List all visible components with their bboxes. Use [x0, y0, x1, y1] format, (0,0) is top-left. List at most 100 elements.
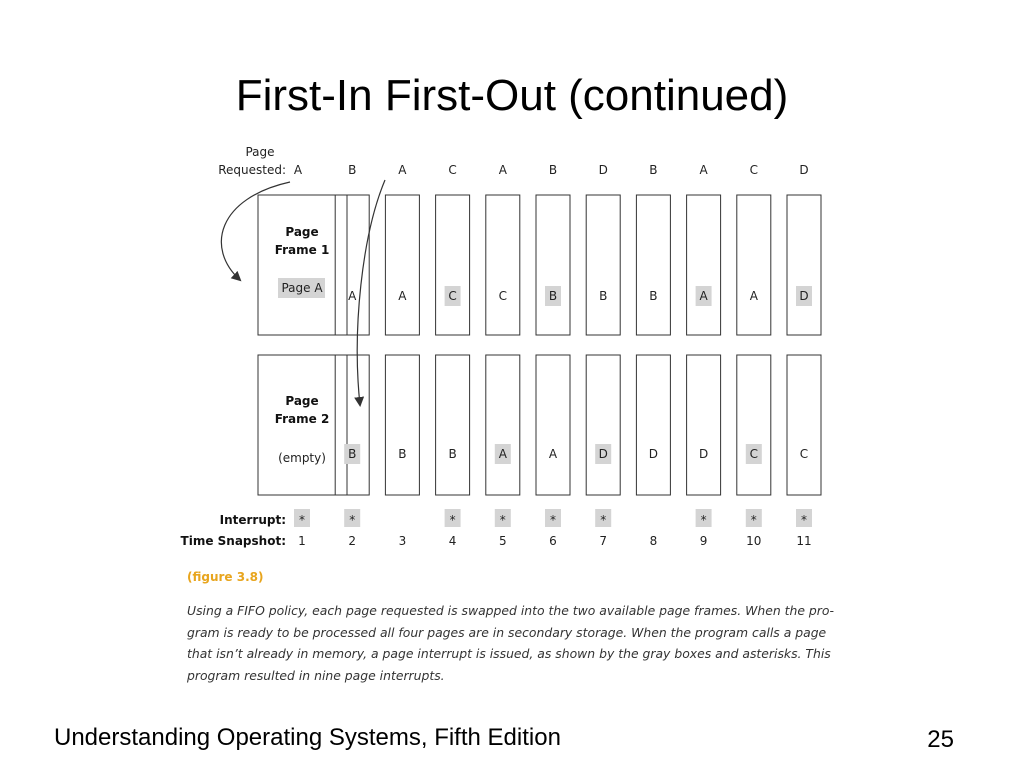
frame2-page: D: [699, 447, 708, 461]
page-request-letter: A: [499, 163, 508, 177]
interrupt-marker: *: [701, 513, 707, 527]
frame1-page: A: [398, 289, 407, 303]
caption-line: that isn’t already in memory, a page int…: [187, 646, 831, 661]
time-snapshot-number: 7: [599, 534, 607, 548]
frame1-page: C: [499, 289, 507, 303]
frame2-label-line1: Page: [285, 394, 318, 408]
request-a-arrow: [220, 181, 291, 282]
interrupt-marker-box: [595, 509, 612, 527]
page-request-letter: C: [448, 163, 456, 177]
swap-highlight: [444, 286, 461, 306]
frame1-page: B: [649, 289, 657, 303]
caption-line: gram is ready to be processed all four p…: [187, 624, 827, 640]
frame2-page: D: [649, 447, 658, 461]
frame1-snapshot-box: [736, 194, 772, 336]
frame2-page: A: [549, 447, 558, 461]
frame1-page: A: [699, 289, 708, 303]
interrupt-marker-box: [444, 509, 461, 527]
frame2-snapshot-box: [485, 354, 521, 496]
frame2-initial-page: (empty): [278, 451, 326, 465]
frame2-page: B: [398, 447, 406, 461]
time-snapshot-number: 2: [348, 534, 356, 548]
interrupt-marker-box: [745, 509, 762, 527]
frame1-snapshot-box: [485, 194, 521, 336]
slide-page-number: 25: [927, 726, 954, 753]
frame1-snapshot-box: [435, 194, 471, 336]
interrupt-marker-box: [344, 509, 361, 527]
interrupt-marker: *: [349, 513, 355, 527]
frame1-label-line2: Frame 1: [275, 243, 330, 257]
frame2-page: D: [599, 447, 608, 461]
interrupt-marker: *: [500, 513, 506, 527]
interrupt-marker-box: [294, 509, 310, 527]
frame1-snapshot-box: [384, 194, 420, 336]
swap-highlight: [695, 286, 712, 306]
time-snapshot-number: 10: [746, 534, 761, 548]
frame2-page: B: [348, 447, 356, 461]
frame1-initial-page: Page A: [281, 281, 323, 295]
interrupt-marker: *: [550, 513, 556, 527]
page-request-letter: A: [294, 163, 303, 177]
frame1-snapshot-box: [585, 194, 621, 336]
frame1-page: D: [799, 289, 808, 303]
swap-highlight: [545, 286, 561, 306]
frame2-initial-box: [257, 354, 348, 496]
frame1-page: B: [599, 289, 607, 303]
time-snapshot-number: 8: [650, 534, 658, 548]
swap-highlight: [344, 444, 361, 464]
page-request-letter: B: [549, 163, 557, 177]
footer-book-title: Understanding Operating Systems, Fifth E…: [54, 724, 561, 751]
time-snapshot-number: 4: [449, 534, 457, 548]
page-requested-label-line1: Page: [245, 145, 274, 159]
page-request-letter: A: [699, 163, 708, 177]
interrupt-marker: *: [751, 513, 757, 527]
swap-highlight: [595, 444, 612, 464]
frame1-page: B: [549, 289, 557, 303]
frame2-page: C: [750, 447, 758, 461]
frame2-label-line2: Frame 2: [275, 412, 330, 426]
frame2-snapshot-box: [736, 354, 772, 496]
page-request-letter: D: [799, 163, 808, 177]
time-snapshot-number: 6: [549, 534, 557, 548]
frame1-page: C: [448, 289, 456, 303]
frame1-page: A: [348, 289, 357, 303]
swap-highlight: [494, 444, 511, 464]
page-request-letter: C: [750, 163, 758, 177]
interrupt-marker-box: [494, 509, 511, 527]
frame1-page: A: [750, 289, 759, 303]
frame1-snapshot-box: [334, 194, 370, 336]
interrupt-marker: *: [299, 513, 305, 527]
page-request-letter: B: [348, 163, 356, 177]
frame1-snapshot-box: [686, 194, 722, 336]
frame2-snapshot-box: [686, 354, 722, 496]
caption-line: Using a FIFO policy, each page requested…: [187, 603, 834, 618]
figure-caption-title: (figure 3.8): [187, 570, 264, 584]
time-snapshot-number: 1: [298, 534, 306, 548]
interrupt-marker-box: [545, 509, 561, 527]
interrupt-marker-box: [796, 509, 812, 527]
frame1-snapshot-box: [535, 194, 571, 336]
frame1-snapshot-box: [786, 194, 822, 336]
figure-caption: Using a FIFO policy, each page requested…: [187, 600, 867, 686]
swap-highlight: [745, 444, 762, 464]
frame2-snapshot-box: [535, 354, 571, 496]
snapshot-row-label: Time Snapshot:: [181, 534, 286, 548]
page-request-letter: D: [599, 163, 608, 177]
swap-highlight: [796, 286, 812, 306]
time-snapshot-number: 3: [399, 534, 407, 548]
time-snapshot-number: 11: [796, 534, 811, 548]
time-snapshot-number: 9: [700, 534, 708, 548]
frame1-initial-highlight: [278, 278, 325, 298]
interrupt-marker-box: [695, 509, 712, 527]
frame2-snapshot-box: [585, 354, 621, 496]
page-request-letter: A: [398, 163, 407, 177]
frame2-page: A: [499, 447, 508, 461]
interrupt-marker: *: [801, 513, 807, 527]
time-snapshot-number: 5: [499, 534, 507, 548]
frame2-page: B: [448, 447, 456, 461]
frame2-page: C: [800, 447, 808, 461]
interrupt-marker: *: [600, 513, 606, 527]
frame1-label-line1: Page: [285, 225, 318, 239]
